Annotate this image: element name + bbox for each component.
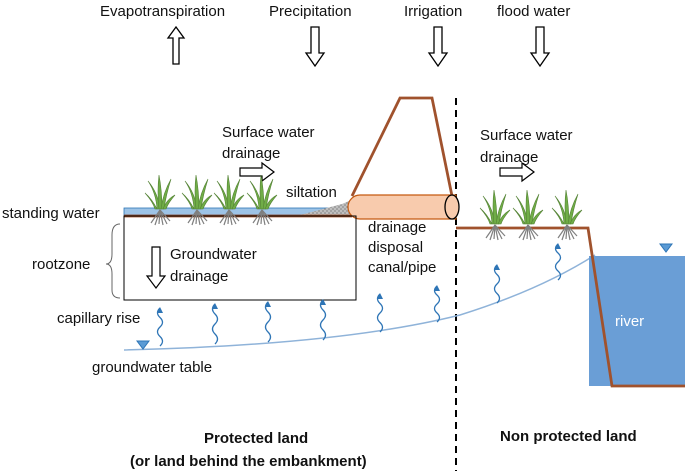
rice-plant-icon xyxy=(181,174,213,226)
rice-plant-icon xyxy=(213,174,245,226)
evapotranspiration-arrow-icon xyxy=(166,25,186,65)
groundwater-drainage-label-2: drainage xyxy=(170,268,228,285)
capillary-wavy-arrow-icon xyxy=(554,243,562,281)
groundwater-table-line xyxy=(123,254,596,351)
siltation-deposit xyxy=(300,198,356,215)
groundwater-drainage-label-1: Groundwater xyxy=(170,246,257,263)
capillary-wavy-arrow-icon xyxy=(211,303,219,345)
capillary-wavy-arrow-icon xyxy=(376,293,384,333)
capillary-wavy-arrow-icon xyxy=(156,307,164,347)
rice-plant-icon xyxy=(246,174,278,226)
capillary-wavy-arrow-icon xyxy=(433,285,441,323)
rice-plant-icon xyxy=(512,189,544,241)
surface-drainage-left-label-2: drainage xyxy=(222,145,280,162)
surface-drainage-right-label-2: drainage xyxy=(480,149,538,166)
rootzone-bracket xyxy=(105,223,121,299)
precipitation-arrow-icon xyxy=(304,26,326,68)
river-label: river xyxy=(615,313,644,330)
rootzone-label: rootzone xyxy=(32,256,90,273)
protected-land-label: Protected land xyxy=(204,430,308,447)
flood-water-label: flood water xyxy=(497,3,570,20)
flood-water-arrow-icon xyxy=(529,26,551,68)
drainage-pipe xyxy=(347,194,460,220)
groundwater-table-marker-icon xyxy=(136,340,150,350)
capillary-rise-label: capillary rise xyxy=(57,310,140,327)
protected-land-sublabel: (or land behind the embankment) xyxy=(130,453,367,470)
plants-group xyxy=(144,174,583,241)
rice-plant-icon xyxy=(479,189,511,241)
rice-plant-icon xyxy=(144,174,176,226)
surface-drainage-arrow-right-icon xyxy=(499,161,535,183)
rice-plant-icon xyxy=(551,189,583,241)
siltation-label: siltation xyxy=(286,184,337,201)
irrigation-arrow-icon xyxy=(427,26,449,68)
evapotranspiration-label: Evapotranspiration xyxy=(100,3,225,20)
capillary-wavy-arrow-icon xyxy=(319,299,327,341)
groundwater-drainage-arrow-icon xyxy=(145,246,167,289)
river-water xyxy=(589,256,685,386)
capillary-wavy-arrow-icon xyxy=(493,264,501,304)
surface-drainage-arrow-left-icon xyxy=(239,161,275,183)
drainage-canal-label-3: canal/pipe xyxy=(368,259,436,276)
capillary-wavy-arrow-icon xyxy=(264,301,272,343)
ground-line-non-protected xyxy=(456,226,685,388)
capillary-arrows-group xyxy=(156,243,562,347)
drainage-canal-label-1: drainage xyxy=(368,219,426,236)
drainage-canal-label-2: disposal xyxy=(368,239,423,256)
groundwater-table-label: groundwater table xyxy=(92,359,212,376)
surface-drainage-right-label-1: Surface water xyxy=(480,127,573,144)
surface-drainage-left-label-1: Surface water xyxy=(222,124,315,141)
embankment xyxy=(350,96,454,197)
irrigation-label: Irrigation xyxy=(404,3,462,20)
river-level-marker-icon xyxy=(659,243,673,253)
precipitation-label: Precipitation xyxy=(269,3,352,20)
non-protected-land-label: Non protected land xyxy=(500,428,637,445)
standing-water-label: standing water xyxy=(2,205,100,222)
rootzone-box xyxy=(123,215,357,301)
